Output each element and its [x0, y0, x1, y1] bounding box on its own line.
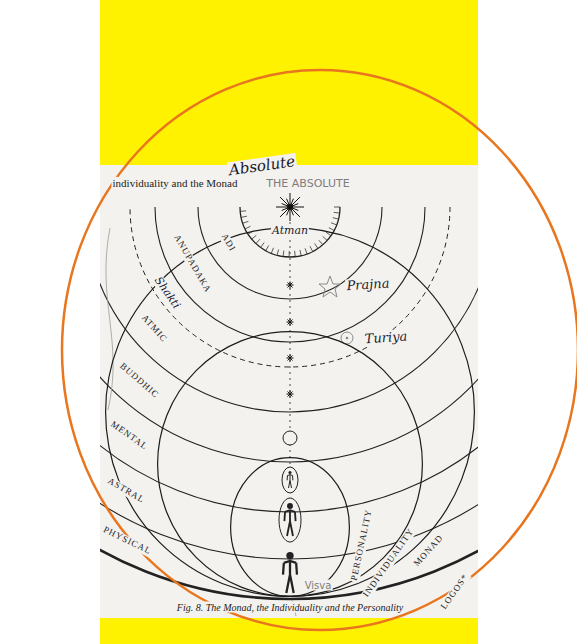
plane-label: BUDDHIC — [117, 360, 161, 400]
monad-ring — [283, 431, 297, 445]
pencil-note: THE ABSOLUTE — [265, 178, 350, 190]
hatch-tick — [323, 236, 327, 240]
figure-body — [283, 561, 297, 593]
hatch-tick — [256, 239, 260, 243]
hatch-tick — [240, 210, 246, 212]
plane-label: ADI — [218, 231, 237, 254]
personality-oval: PERSONALITY — [230, 457, 350, 597]
handwritten-note: Atman — [271, 225, 309, 237]
sun-core — [287, 204, 293, 210]
hatch-tick — [283, 251, 285, 257]
hatch-tick — [243, 221, 249, 223]
plane-label: ATMIC — [139, 313, 170, 346]
pencil-dot — [346, 337, 349, 340]
hatch-tick — [334, 207, 340, 208]
figure-head — [286, 552, 293, 559]
figure-head — [287, 503, 293, 509]
human-figures — [279, 467, 301, 593]
logos-arc — [100, 207, 478, 599]
pencil-note: Visva — [304, 580, 333, 591]
plane-label: ANUPADAKA — [171, 232, 213, 295]
asterisk-stroke — [288, 356, 293, 361]
hatch-tick — [326, 232, 331, 235]
outline — [158, 332, 423, 597]
level-label: LOGOS* — [439, 572, 471, 612]
plane-label: MENTAL — [108, 419, 150, 453]
level-label: PERSONALITY — [349, 508, 374, 583]
hatch-tick — [266, 245, 269, 250]
hatch-tick — [294, 251, 296, 257]
pencil-star — [319, 276, 341, 297]
yellow-highlight — [100, 0, 478, 644]
plane-arc — [100, 207, 478, 559]
outline — [231, 458, 350, 597]
hatch-tick — [310, 246, 313, 251]
hatch-tick — [300, 250, 301, 256]
figure-head — [288, 471, 291, 474]
page-heading-fragment: individuality and the Monad — [112, 177, 239, 189]
hatch-tick — [277, 250, 279, 256]
figure-body — [287, 475, 293, 488]
figure-body — [284, 510, 295, 536]
hatch-tick — [245, 226, 250, 229]
figure-caption: Fig. 8. The Monad, the Individuality and… — [175, 602, 405, 613]
hatch-tick — [261, 243, 265, 248]
hatch-tick — [241, 216, 247, 217]
handwritten-note: Prajna — [345, 276, 391, 293]
orange-circle — [62, 70, 577, 630]
hatch-tick — [271, 248, 273, 254]
adi-arc — [240, 207, 340, 257]
outline-svg — [157, 331, 423, 597]
asterisk-stroke — [288, 320, 293, 325]
hatch-tick — [331, 223, 337, 225]
monad-dots — [286, 282, 294, 443]
handwritten-note: Shakti — [151, 274, 183, 312]
figure-oval — [279, 498, 301, 542]
handwritten-note: Absolute — [227, 153, 297, 179]
hatch-tick — [333, 218, 339, 219]
hatch-tick — [305, 248, 307, 254]
hatch-tick — [315, 243, 318, 248]
plane-label: ASTRAL — [105, 476, 147, 506]
hatch-tick — [334, 212, 340, 214]
plane-arc — [100, 207, 478, 512]
hatch-tick — [329, 228, 334, 231]
asterisk-stroke — [288, 283, 293, 288]
hatch-tick — [319, 240, 323, 245]
plane-label: PHYSICAL — [100, 525, 153, 558]
plane-arc — [100, 207, 478, 412]
handwritten-note: Turiya — [363, 329, 408, 346]
plane-arc — [155, 207, 425, 342]
plane-arcs — [100, 207, 478, 599]
figure-oval — [282, 467, 298, 493]
outline — [106, 228, 475, 597]
level-label: MONAD — [412, 532, 447, 569]
plane-arc — [100, 207, 478, 462]
pencil-scribble — [106, 228, 113, 410]
level-label: INDIVIDUALITY — [361, 526, 417, 600]
outline-svg — [230, 457, 350, 597]
asterisk-stroke — [288, 392, 293, 397]
hatch-tick — [252, 235, 257, 239]
individuality-circle: INDIVIDUALITYPERSONALITY — [157, 331, 423, 597]
scanned-page — [100, 165, 478, 618]
